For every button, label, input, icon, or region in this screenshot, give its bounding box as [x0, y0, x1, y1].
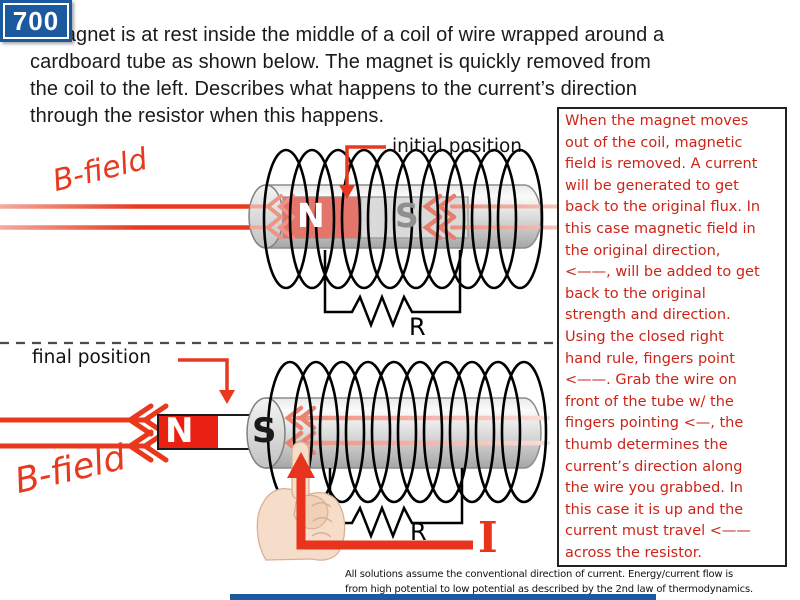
current-direction-arrow: [287, 452, 473, 550]
final-diagram: [0, 358, 551, 561]
current-label: I: [478, 513, 498, 562]
b-field-lines-left-initial: [0, 204, 252, 230]
resistor-label-final: R: [410, 518, 427, 546]
cardboard-tube-final: [246, 397, 542, 469]
slide-number: 700: [12, 5, 60, 36]
initial-diagram: [0, 145, 561, 329]
initial-position-arrow: [339, 145, 386, 199]
coil-final: [266, 360, 548, 504]
magnet-north-section: [282, 196, 362, 239]
north-pole-label-final: N: [165, 411, 194, 451]
resistor-label-initial: R: [409, 313, 426, 341]
badge-frame: 700: [3, 3, 69, 39]
initial-position-label: initial position: [392, 136, 523, 157]
question-text: A magnet is at rest inside the middle of…: [30, 24, 665, 127]
final-position-label: final position: [32, 347, 152, 368]
south-pole-label-final: S: [252, 411, 277, 451]
tube-end-cap: [246, 397, 286, 469]
solution-box: When the magnet moves out of the coil, m…: [557, 107, 787, 567]
north-pole-label-initial: N: [297, 196, 325, 235]
magnet-north-section: [159, 416, 218, 448]
south-pole-label-initial: S: [395, 196, 419, 235]
coil-initial: [262, 148, 544, 290]
bottom-blue-strip: [230, 594, 656, 600]
footnote-text: All solutions assume the conventional di…: [345, 569, 753, 595]
slide-number-badge: 700: [0, 0, 72, 42]
circuit-resistor-initial: [323, 250, 462, 329]
final-position-arrow: [178, 358, 235, 404]
